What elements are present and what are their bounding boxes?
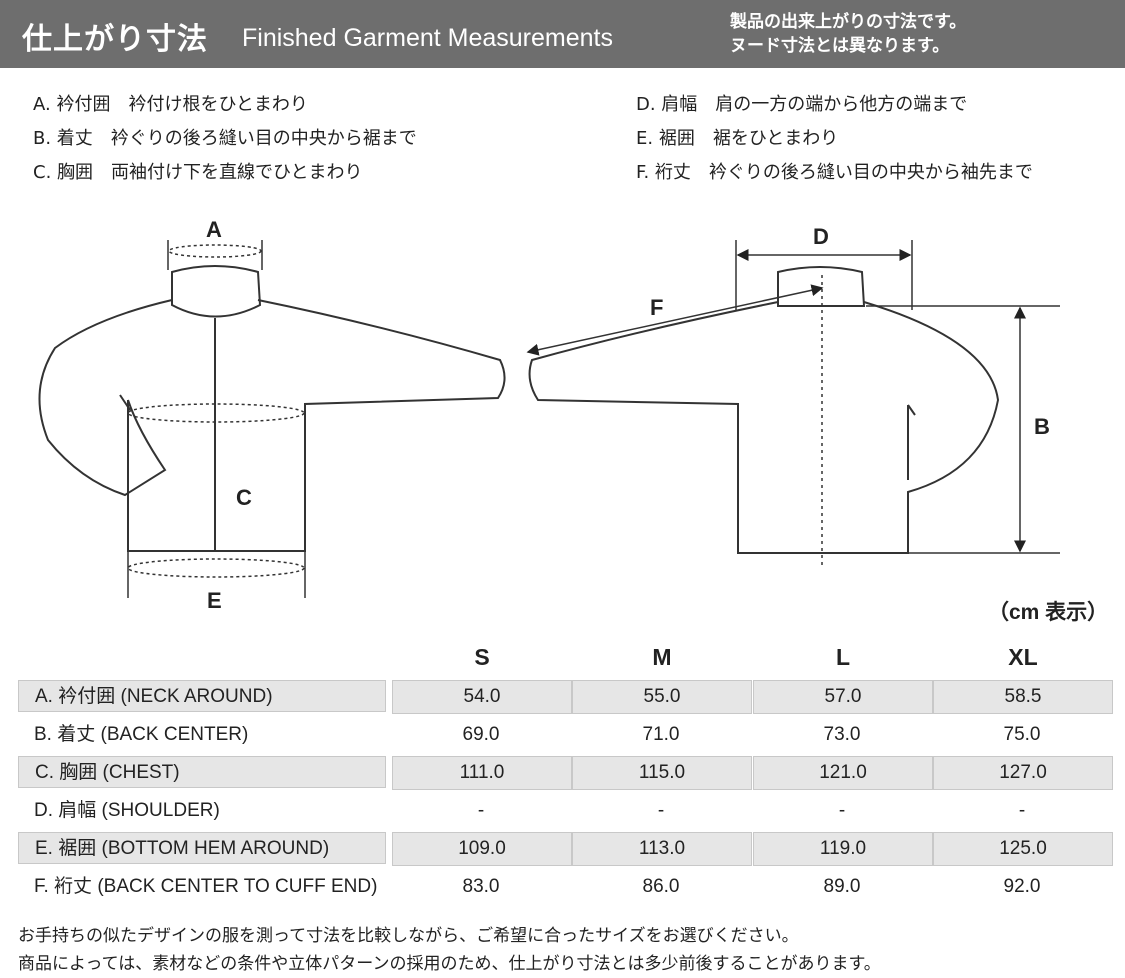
- cell-s: 111.0: [392, 756, 572, 790]
- size-xl: XL: [1008, 644, 1038, 670]
- legend-item-b: B. 着丈 衿ぐりの後ろ縫い目の中央から裾まで: [33, 128, 417, 149]
- cell-l: -: [838, 800, 846, 821]
- diagram-label-f: F: [650, 295, 663, 320]
- cell-xl: -: [1018, 800, 1026, 821]
- cell-l: 73.0: [823, 724, 861, 745]
- table-row: B. 着丈 (BACK CENTER) 69.0 71.0 73.0 75.0: [18, 718, 1114, 754]
- cell-xl: 58.5: [933, 680, 1113, 714]
- diagram-label-b: B: [1034, 414, 1050, 439]
- row-label: E. 裾囲 (BOTTOM HEM AROUND): [18, 832, 386, 864]
- footer-line2: 商品によっては、素材などの条件や立体パターンの採用のため、仕上がり寸法とは多少前…: [18, 954, 881, 974]
- footer-note: お手持ちの似たデザインの服を測って寸法を比較しながら、ご希望に合ったサイズをお選…: [18, 922, 881, 978]
- row-label: C. 胸囲 (CHEST): [18, 756, 386, 788]
- cell-s: 83.0: [462, 876, 500, 897]
- back-jacket-drawing: [528, 266, 1000, 568]
- title-english: Finished Garment Measurements: [242, 24, 613, 52]
- row-label: B. 着丈 (BACK CENTER): [34, 724, 249, 745]
- table-row: A. 衿付囲 (NECK AROUND) 54.0 55.0 57.0 58.5: [18, 680, 1114, 716]
- header-note-line2: ヌード寸法とは異なります。: [730, 36, 950, 56]
- header-note: 製品の出来上がりの寸法です。 ヌード寸法とは異なります。: [730, 10, 966, 58]
- cell-l: 89.0: [823, 876, 861, 897]
- table-row: D. 肩幅 (SHOULDER) - - - -: [18, 794, 1114, 830]
- cell-m: 113.0: [572, 832, 752, 866]
- legend-item-c: C. 胸囲 両袖付け下を直線でひとまわり: [33, 162, 363, 183]
- cell-s: 54.0: [392, 680, 572, 714]
- diagram-label-d: D: [813, 224, 829, 249]
- table-row: F. 裄丈 (BACK CENTER TO CUFF END) 83.0 86.…: [18, 870, 1114, 906]
- table-row: C. 胸囲 (CHEST) 111.0 115.0 121.0 127.0: [18, 756, 1114, 792]
- diagram-label-e: E: [207, 588, 222, 610]
- header-bar: 仕上がり寸法 Finished Garment Measurements 製品の…: [0, 0, 1125, 68]
- cell-s: 69.0: [462, 724, 500, 745]
- legend-right: D. 肩幅 肩の一方の端から他方の端まで E. 裾囲 裾をひとまわり F. 裄丈…: [636, 88, 1033, 190]
- cell-m: 71.0: [642, 724, 680, 745]
- size-header: S M L XL: [392, 644, 1114, 676]
- legend-item-d: D. 肩幅 肩の一方の端から他方の端まで: [636, 94, 968, 115]
- legend-item-f: F. 裄丈 衿ぐりの後ろ縫い目の中央から袖先まで: [636, 162, 1033, 183]
- table-row: E. 裾囲 (BOTTOM HEM AROUND) 109.0 113.0 11…: [18, 832, 1114, 868]
- size-s: S: [474, 644, 490, 670]
- legend-item-a: A. 衿付囲 衿付け根をひとまわり: [33, 94, 308, 115]
- cell-l: 119.0: [753, 832, 933, 866]
- size-l: L: [835, 644, 851, 670]
- legend-left: A. 衿付囲 衿付け根をひとまわり B. 着丈 衿ぐりの後ろ縫い目の中央から裾ま…: [33, 88, 417, 190]
- cell-m: 55.0: [572, 680, 752, 714]
- footer-line1: お手持ちの似たデザインの服を測って寸法を比較しながら、ご希望に合ったサイズをお選…: [18, 926, 799, 946]
- cell-xl: 75.0: [1003, 724, 1041, 745]
- cell-xl: 127.0: [933, 756, 1113, 790]
- diagram-label-c: C: [236, 485, 252, 510]
- front-jacket-drawing: [38, 265, 506, 552]
- row-label: D. 肩幅 (SHOULDER): [34, 800, 220, 821]
- title-japanese: 仕上がり寸法: [22, 22, 208, 57]
- cell-s: -: [477, 800, 485, 821]
- cell-m: 86.0: [642, 876, 680, 897]
- cell-m: 115.0: [572, 756, 752, 790]
- header-note-line1: 製品の出来上がりの寸法です。: [730, 12, 967, 32]
- cell-xl: 92.0: [1003, 876, 1041, 897]
- unit-label: （cm 表示）: [988, 601, 1109, 624]
- cell-l: 57.0: [753, 680, 933, 714]
- cell-xl: 125.0: [933, 832, 1113, 866]
- row-label: A. 衿付囲 (NECK AROUND): [18, 680, 386, 712]
- garment-diagram: A C E D F B: [38, 217, 1060, 610]
- cell-l: 121.0: [753, 756, 933, 790]
- cell-s: 109.0: [392, 832, 572, 866]
- cell-m: -: [657, 800, 665, 821]
- size-m: M: [652, 644, 672, 670]
- diagram-label-a: A: [206, 217, 222, 242]
- legend-item-e: E. 裾囲 裾をひとまわり: [636, 128, 839, 149]
- row-label: F. 裄丈 (BACK CENTER TO CUFF END): [34, 876, 378, 897]
